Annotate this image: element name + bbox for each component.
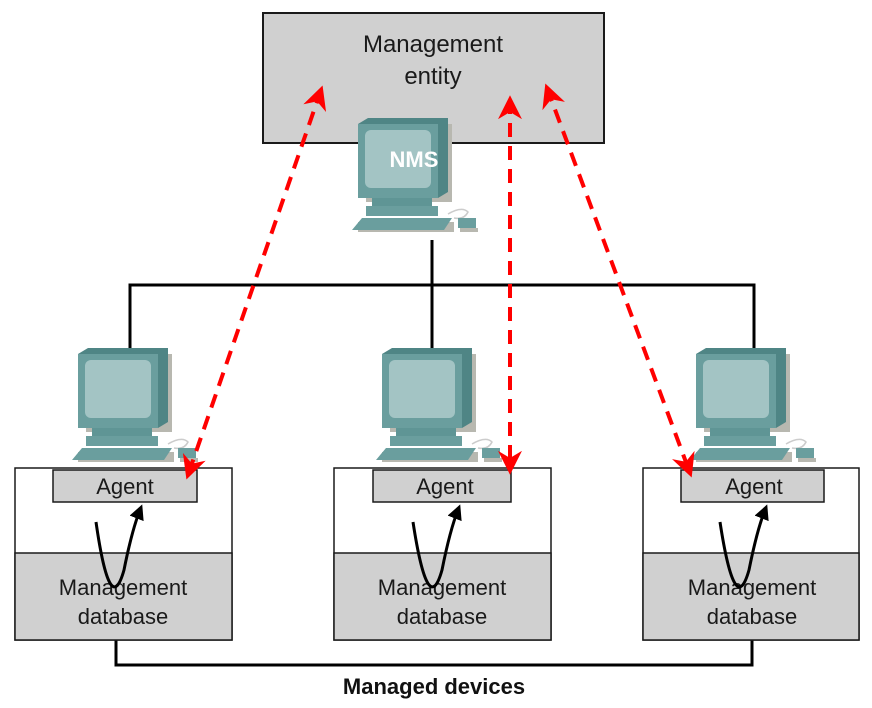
managed-device: Agent Management database bbox=[14, 467, 233, 641]
agent-box bbox=[52, 469, 198, 503]
database-label-line2: database bbox=[397, 604, 488, 629]
device-computer-icon bbox=[71, 347, 199, 463]
loop-arrow-icon bbox=[411, 504, 462, 589]
database-label-line1: Management bbox=[378, 575, 506, 600]
nms-label: NMS bbox=[390, 147, 439, 172]
device-computer-icon bbox=[375, 347, 503, 463]
management-entity-title-line2: entity bbox=[404, 63, 461, 90]
loop-arrow-icon bbox=[718, 504, 769, 589]
agent-box bbox=[680, 469, 825, 503]
managed-devices-caption: Managed devices bbox=[343, 674, 525, 699]
managed-device: Agent Management database bbox=[642, 467, 860, 641]
database-label-line2: database bbox=[78, 604, 169, 629]
device-computer-icon bbox=[689, 347, 817, 463]
network-bus bbox=[128, 240, 756, 348]
database-label-line1: Management bbox=[59, 575, 187, 600]
snmp-communication-arrow-right bbox=[542, 83, 695, 478]
agent-box bbox=[372, 469, 512, 503]
managed-device: Agent Management database bbox=[333, 467, 552, 641]
agent-label: Agent bbox=[416, 474, 474, 499]
agent-label: Agent bbox=[725, 474, 783, 499]
managed-devices-bus bbox=[114, 640, 754, 667]
loop-arrow-icon bbox=[94, 504, 144, 589]
agent-label: Agent bbox=[96, 474, 154, 499]
database-label-line2: database bbox=[707, 604, 798, 629]
database-label-line1: Management bbox=[688, 575, 816, 600]
management-database-box bbox=[333, 552, 552, 641]
snmp-communication-arrow-left bbox=[182, 85, 327, 480]
management-entity-title-line1: Management bbox=[363, 31, 503, 58]
